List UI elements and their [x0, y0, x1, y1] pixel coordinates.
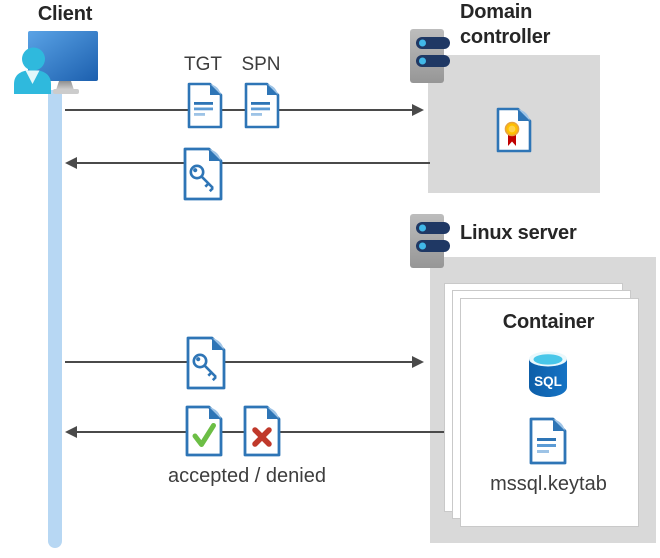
- container-label: Container: [502, 311, 595, 333]
- arrow-dc-to-client: [65, 156, 430, 170]
- server-icon-linux: [410, 214, 450, 268]
- spn-label: SPN: [241, 54, 281, 75]
- keytab-document-icon: [529, 417, 567, 465]
- certificate-document-icon: [496, 107, 532, 153]
- arrow-shaft: [74, 162, 430, 164]
- container-card-front: [460, 298, 639, 527]
- arrowhead-left-icon: [65, 157, 77, 169]
- linux-server-label: Linux server: [460, 222, 577, 244]
- arrowhead-right-icon: [412, 356, 424, 368]
- accepted-denied-label: accepted / denied: [168, 465, 326, 487]
- client-computer-user-icon: [14, 31, 98, 94]
- key-glyph: [192, 353, 217, 382]
- arrowhead-right-icon: [412, 104, 424, 116]
- ticket-key-document-icon: [183, 147, 223, 201]
- sql-database-icon: SQL: [529, 351, 567, 397]
- monitor-icon: [28, 31, 98, 94]
- arrowhead-left-icon: [65, 426, 77, 438]
- sql-badge-text: SQL: [534, 374, 562, 389]
- accepted-check-document-icon: [185, 405, 223, 457]
- tgt-document-icon: [187, 82, 223, 129]
- tgt-label: TGT: [184, 54, 222, 75]
- client-lifeline: [48, 90, 62, 548]
- arrow-client-to-container: [65, 355, 424, 369]
- x-glyph: [252, 427, 272, 447]
- person-icon: [14, 47, 51, 94]
- client-label: Client: [37, 3, 93, 25]
- key-glyph: [189, 164, 214, 193]
- ribbon-seal-glyph: [504, 121, 520, 146]
- arrow-client-to-dc: [65, 103, 424, 117]
- server-icon-domain-controller: [410, 29, 450, 83]
- check-glyph: [192, 423, 216, 447]
- spn-document-icon: [244, 82, 280, 129]
- domain-controller-label: Domain controller: [460, 1, 551, 48]
- arrow-shaft: [65, 361, 415, 363]
- arrow-shaft: [65, 109, 415, 111]
- keytab-file-label: mssql.keytab: [490, 473, 607, 495]
- denied-x-document-icon: [243, 405, 281, 457]
- ticket-key-document-icon-2: [186, 336, 226, 390]
